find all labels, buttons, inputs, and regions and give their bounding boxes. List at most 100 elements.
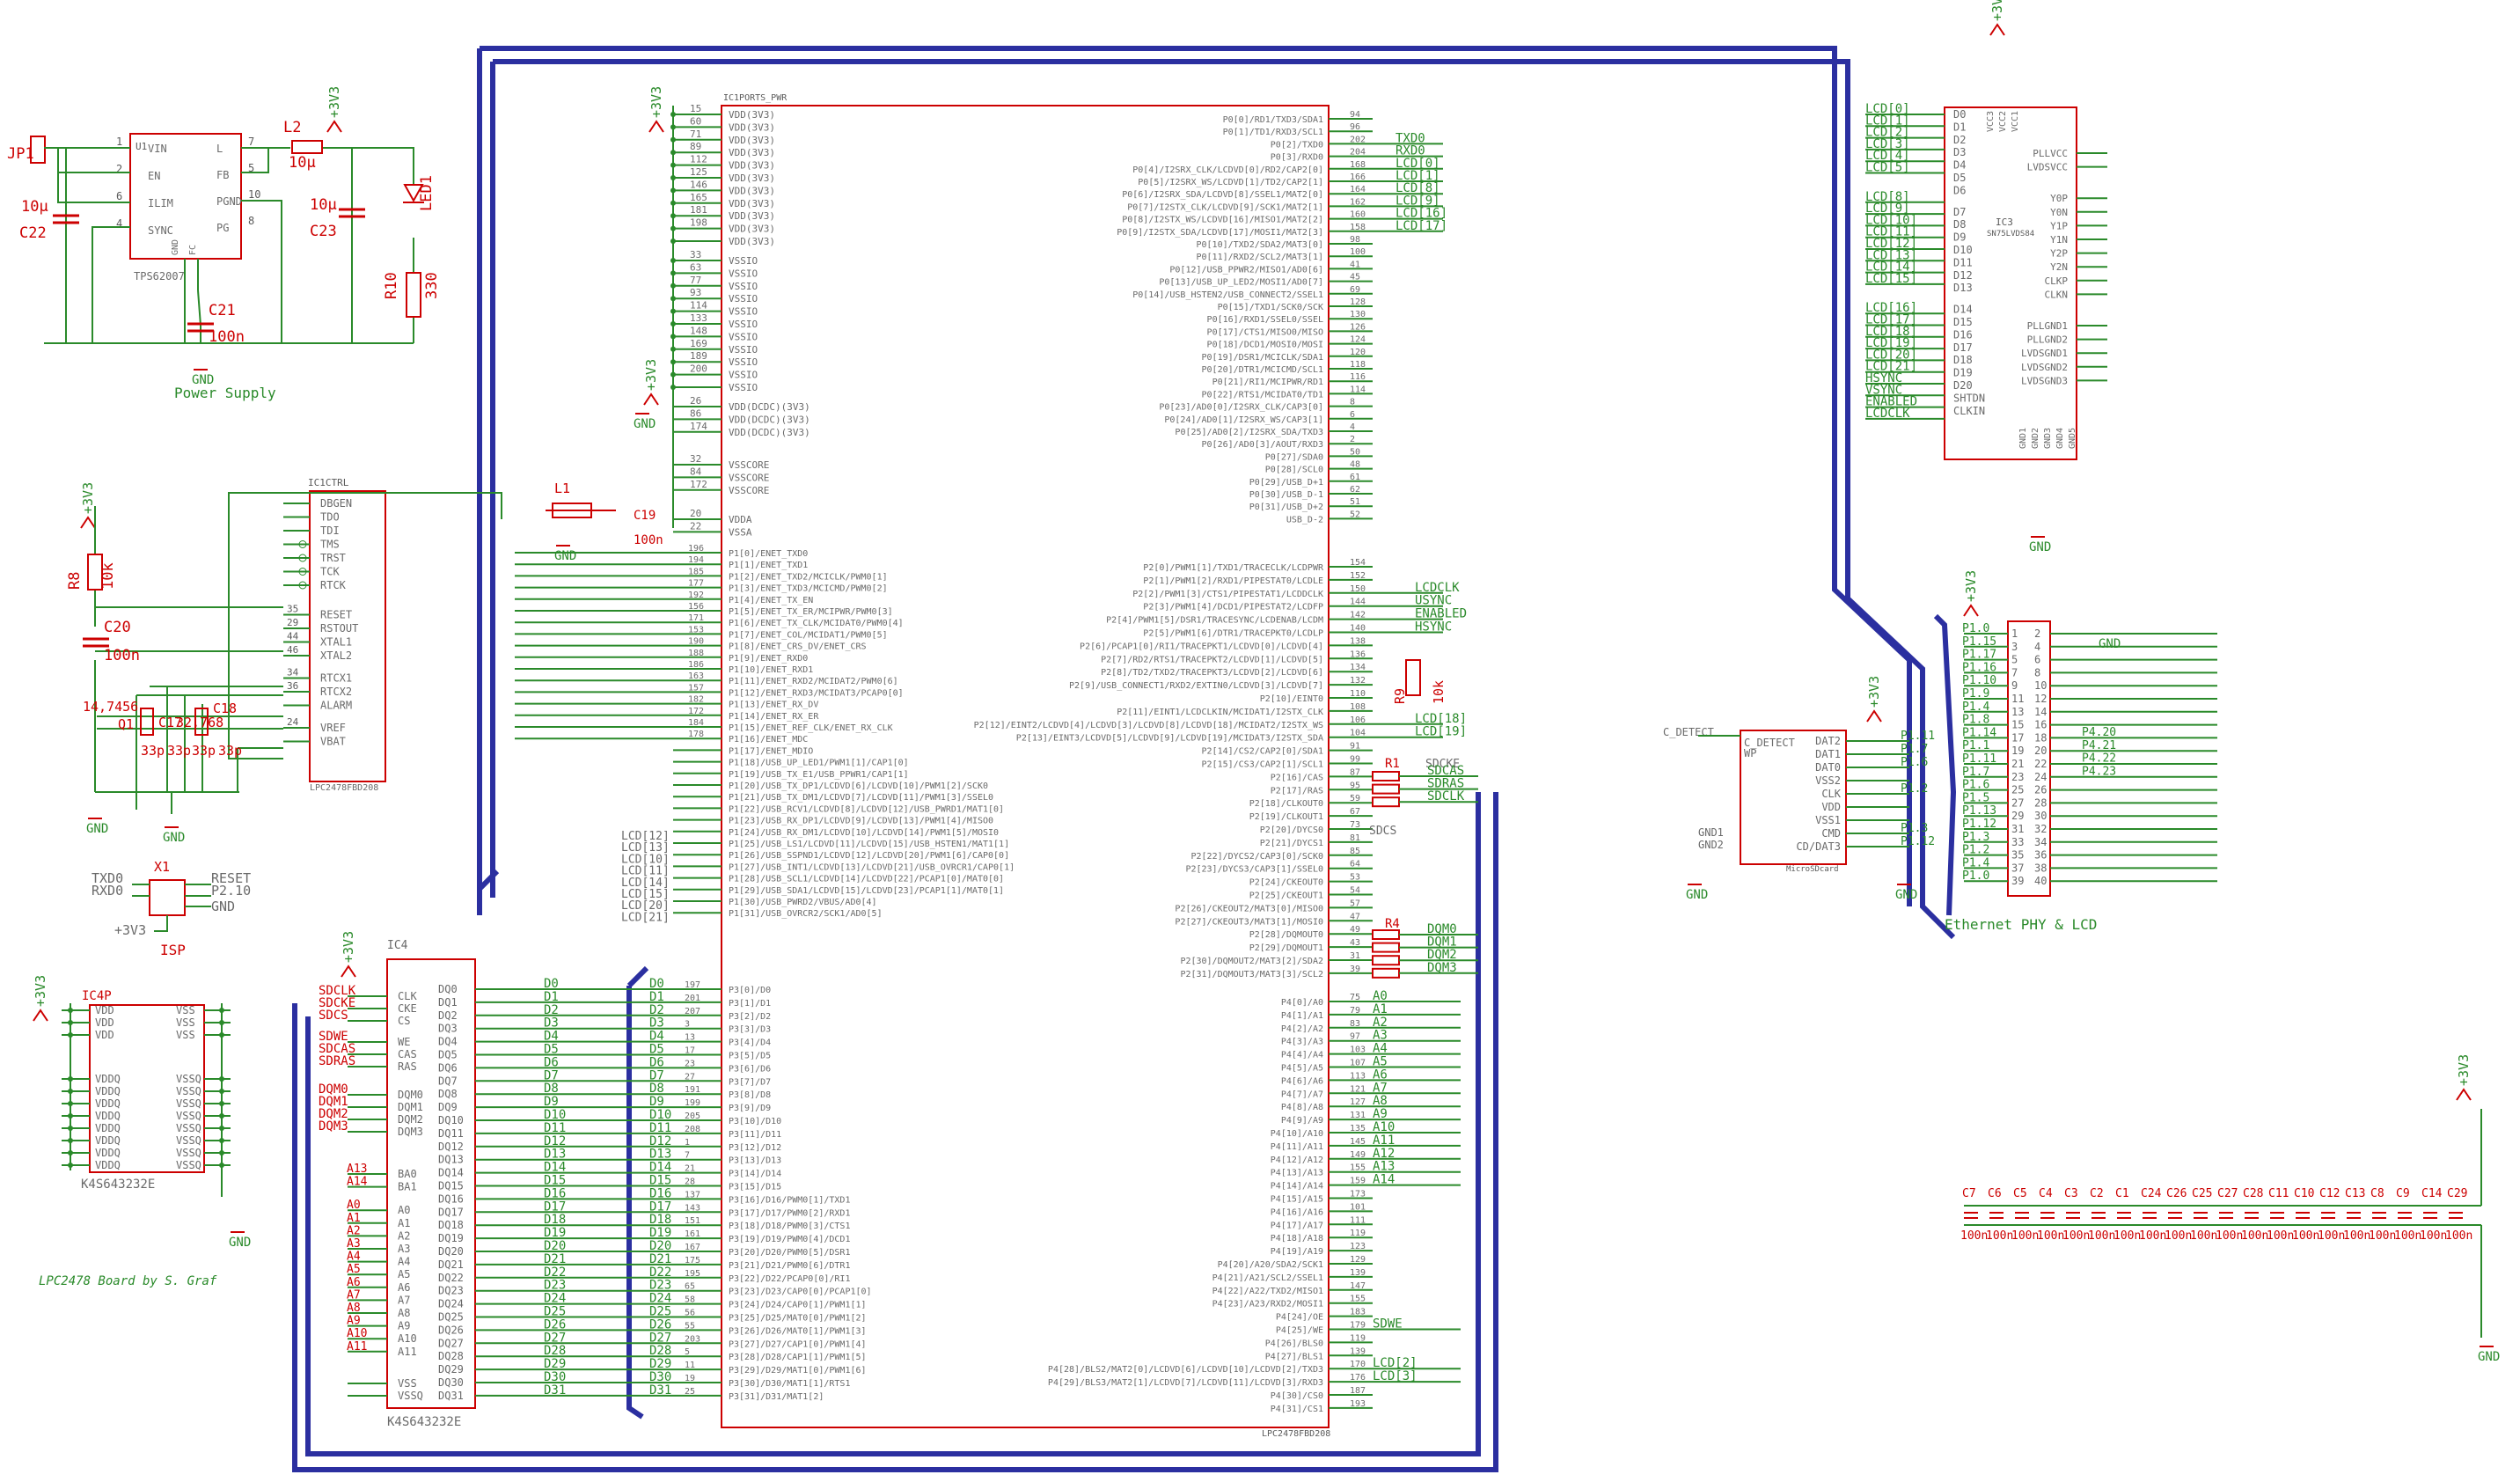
mcu-pin-num: 41	[1350, 260, 1360, 269]
mcu-p2-label: P2[13]/EINT3/LCDVD[5]/LCDVD[9]/LCDVD[19]…	[1016, 734, 1323, 744]
mcu-p1-label: P1[21]/USB_TX_DM1/LCDVD[7]/LCDVD[11]/PWM…	[729, 793, 993, 803]
mcu-pin-num: 140	[1350, 624, 1366, 634]
mcu-pin-num: 49	[1350, 925, 1360, 935]
sdram-dq-net: D22	[544, 1266, 566, 1280]
eth-net: P1.3	[1962, 831, 1989, 844]
r1-net: SDRAS	[1427, 777, 1464, 791]
sdram-pin-label: A4	[398, 1256, 410, 1268]
mcu-p3-net: D23	[649, 1279, 671, 1293]
eth-pin-num: 10	[2034, 679, 2047, 692]
eth-pin-num: 36	[2034, 849, 2047, 862]
mcu-pin-num: 203	[685, 1334, 700, 1344]
mcu-vddc-label: VDD(DCDC)(3V3)	[729, 401, 810, 413]
sdram-ref: IC4	[387, 939, 408, 952]
gnd-symbol-3: GND	[229, 1231, 251, 1250]
mcu-p1-label: P1[19]/USB_TX_E1/USB_PPWR1/CAP1[1]	[729, 770, 909, 780]
isp-p210: P2.10	[211, 883, 251, 899]
supply-3v3-7: +3V3	[1963, 570, 1979, 617]
psu-pin-num: 8	[248, 215, 254, 227]
sdram-pin-label: A9	[398, 1320, 410, 1332]
mcu-pin-num: 190	[688, 637, 704, 647]
mcu-p1-label: P1[20]/USB_TX_DP1/LCDVD[6]/LCDVD[10]/PWM…	[729, 781, 988, 791]
mcu-pin-num: 151	[685, 1216, 700, 1226]
sdram-dq-net: D6	[544, 1055, 559, 1069]
lvds-pin-label: Y0N	[2050, 207, 2068, 218]
mcu-p4-label: P4[6]/A6	[1281, 1076, 1323, 1086]
mcu-p0-label: P0[20]/DTR1/MCICMD/SCL1	[1202, 365, 1323, 375]
lvds-left-net: LCD[9]	[1865, 202, 1910, 216]
gnd-symbol-4: GND	[634, 413, 656, 431]
mcu-p4-label: P4[8]/A8	[1281, 1103, 1323, 1112]
mcu-pin-num: 202	[1350, 135, 1366, 144]
ic4p-part: K4S643232E	[81, 1178, 155, 1192]
decoupling-ref: C3	[2064, 1187, 2078, 1200]
mcu-vdd-label: VDD(3V3)	[729, 198, 775, 209]
mcu-p2-label: P2[27]/CKEOUT3/MAT3[1]/MOSI0	[1175, 917, 1323, 927]
mcu-pwr-title: IC1PORTS_PWR	[723, 93, 788, 103]
mcu-p1-label: P1[12]/ENET_RXD3/MCIDAT3/PCAP0[0]	[729, 688, 904, 698]
ic4p-pin-label: VSSQ	[176, 1134, 201, 1147]
mcu-p4-net: A6	[1373, 1067, 1388, 1082]
sdram-body	[386, 958, 476, 1409]
mcu-pin-num: 126	[1350, 322, 1366, 332]
ic4p-pin-label: VDDQ	[95, 1073, 121, 1085]
mcu-p3-net: D4	[649, 1030, 664, 1044]
decoupling-value: 100n	[2190, 1229, 2217, 1243]
mcu-vssio-label: VSSIO	[729, 281, 758, 292]
mcu-pin-num: 52	[1350, 510, 1360, 519]
mcu-p4-net: A9	[1373, 1107, 1388, 1121]
mcu-vdd-label: VDD(3V3)	[729, 172, 775, 184]
jp1-jumper	[30, 136, 46, 164]
r10-label: R10	[383, 272, 400, 299]
sdram-pin-label: A5	[398, 1268, 410, 1280]
ic4p-pin-label: VSS	[176, 1029, 195, 1041]
l1-label: L1	[554, 481, 570, 496]
ctrl-pin-num: 35	[287, 604, 298, 615]
x1-ref: X1	[154, 859, 170, 875]
sdram-pin-label: VSSQ	[398, 1390, 423, 1402]
mcu-p2-label: P2[8]/TD2/TXD2/TRACEPKT3/LCDVD[2]/LCDVD[…	[1101, 668, 1323, 678]
mcu-p4-label: P4[31]/CS1	[1271, 1405, 1323, 1414]
mcu-p0-label: P0[0]/RD1/TXD3/SDA1	[1223, 115, 1323, 125]
mcu-pin-num: 139	[1350, 1346, 1366, 1356]
supply-symbols: +3V3+3V3+3V3+3V3+3V3+3V3+3V3+3V3+3V3+3V3…	[33, 0, 2500, 1364]
ic1ctrl-chip-id: LPC2478FBD208	[310, 783, 378, 793]
sdram-addr-net: A7	[347, 1288, 361, 1302]
mcu-p3-net: D24	[649, 1292, 671, 1306]
mcu-vddc-label: VDD(DCDC)(3V3)	[729, 427, 810, 438]
mcu-pin-num: 200	[690, 363, 707, 375]
lvds-pin-label: D1	[1953, 121, 1966, 133]
mcu-p4-net: A13	[1373, 1160, 1395, 1174]
r4-net: DQM0	[1427, 922, 1457, 936]
mcu-pin-num: 194	[688, 555, 704, 565]
lvds-pin-label: D12	[1953, 269, 1973, 282]
sdram-pin-label: A10	[398, 1332, 417, 1345]
mcu-pin-num: 178	[688, 730, 704, 739]
mcu-pin-num: 110	[1350, 689, 1366, 699]
lvds-pin-label: D6	[1953, 184, 1966, 196]
eth-pin-num: 3	[2011, 641, 2018, 653]
mcu-p0-label: P0[14]/USB_HSTEN2/USB_CONNECT2/SSEL1	[1132, 290, 1323, 300]
mcu-p2-label: P2[28]/DQMOUT0	[1249, 930, 1323, 940]
gnd-label: GND	[634, 417, 656, 431]
mcu-pin-num: 65	[685, 1282, 695, 1292]
mcu-p2-label: P2[29]/DQMOUT1	[1249, 943, 1323, 953]
lvds-pin-label: D11	[1953, 256, 1973, 268]
mcu-pin-num: 155	[1350, 1163, 1366, 1173]
gnd-symbol-9: GND	[2478, 1346, 2500, 1364]
mcu-p2-label: P2[25]/CKEOUT1	[1249, 891, 1323, 901]
eth-header-body	[2007, 620, 2051, 897]
sdram-net-label: SDCKE	[319, 996, 355, 1010]
ctrl-pin-label: VREF	[320, 722, 346, 734]
mcu-p1-label: P1[17]/ENET_MDIO	[729, 746, 813, 756]
mcu-pin-num: 84	[690, 466, 702, 477]
sdram-pin-label: DQM3	[398, 1126, 423, 1138]
mcu-p3-label: P3[19]/D19/PWM0[4]/DCD1	[729, 1235, 850, 1244]
mcu-p3-label: P3[15]/D15	[729, 1183, 781, 1192]
sdram-dq-net: D13	[544, 1148, 566, 1162]
decoupling-ref: C1	[2115, 1187, 2129, 1200]
mcu-pin-num: 97	[1350, 1032, 1360, 1042]
mcu-p3-net: D11	[649, 1121, 671, 1135]
